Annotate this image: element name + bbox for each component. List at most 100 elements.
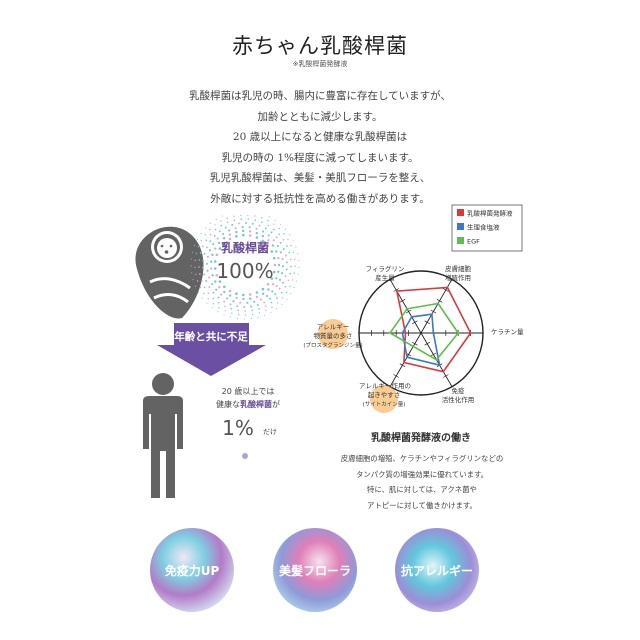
halo-dot [234,227,237,230]
halo-dot [220,293,223,296]
halo-dot [194,259,196,262]
description-line: タンパク質の増強効果に優れています。 [355,469,489,479]
benefit-immunity: 免疫力UP [150,528,234,612]
svg-text:フィラグリン: フィラグリン [366,264,405,273]
halo-dot [293,286,295,289]
adult-percent-suffix: だけ [263,428,277,436]
halo-dot [261,230,265,233]
radar-series-line [401,313,441,367]
halo-dot [280,223,282,225]
remaining-dot [242,453,248,459]
legend-swatch [457,237,464,244]
halo-dot [191,251,194,253]
benefit-label: 抗アレルギー [401,563,473,578]
halo-dot [205,246,208,249]
lactobacillus-label: 乳酸桿菌 [221,240,269,255]
svg-text:免疫: 免疫 [452,386,466,395]
halo-dot [212,297,215,300]
halo-dot [214,247,217,250]
halo-dot [270,311,272,313]
halo-dot [223,300,226,303]
adult-caption-line1: 20 歳以上では [222,386,275,396]
halo-dot [263,301,266,304]
halo-dot [221,215,223,217]
adult-caption-post: が [272,399,280,409]
halo-dot [273,263,277,267]
halo-dot [276,244,279,248]
halo-dot [232,300,235,303]
halo-dot [284,275,287,278]
svg-text:アレルギー作用の: アレルギー作用の [359,381,411,390]
halo-dot [240,215,242,216]
radar-grid [358,270,484,396]
halo-dot [218,280,222,283]
svg-text:起きやすさ: 起きやすさ [368,391,401,399]
halo-dot [277,263,281,267]
halo-dot [218,247,222,250]
radar-series-line [395,286,472,373]
halo-dot [208,249,212,252]
radar-axis-label-4: アレルギー 物質量の多さ (プロスタグランジン量) [303,319,363,349]
halo-dot [281,272,284,275]
halo-dot [209,240,212,243]
halo-dot [215,288,218,291]
halo-dot [200,232,202,235]
description-line: 皮膚細胞の増殖、ケラチンやフィラグリンなどの [340,454,504,463]
radar-tick [399,298,406,303]
halo-dot [289,272,292,275]
halo-dot [237,309,240,312]
highlight-blob [370,385,398,413]
halo-dot [284,254,287,257]
halo-dot [253,300,256,303]
halo-dot [297,253,299,255]
halo-dot [231,312,233,314]
halo-dot [261,239,265,243]
halo-dot [226,217,228,219]
halo-dot [196,280,199,282]
halo-dot [195,252,197,255]
halo-dot [192,279,194,281]
halo-dot [218,286,221,289]
halo-dot [255,231,258,235]
halo-dot [229,303,232,306]
halo-dot [249,297,252,300]
halo-dot [255,291,259,294]
halo-dot [289,285,291,288]
halo-dot [281,265,285,268]
radar-tick [443,374,449,378]
halo-dot [244,222,247,224]
halo-dot [228,229,231,232]
adult-caption-pre: 健康な [216,399,240,409]
halo-dot [236,305,239,308]
halo-dot [264,227,267,230]
halo-dot [272,239,275,242]
halo-dot [295,280,298,282]
legend-label: 乳酸桿菌発酵液 [467,209,513,218]
halo-dot [247,215,249,216]
halo-dot [238,313,240,316]
halo-dot [202,259,205,262]
halo-dot [284,285,287,288]
adult-caption-em: 乳酸桿菌 [240,399,272,409]
halo-dot [211,307,213,309]
radar-chart: 乳酸桿菌発酵液 生理食塩液 EGF 皮膚細胞 増殖作用 ケラチン量 免疫 活性化… [303,204,524,444]
radar-tick [430,309,437,314]
halo-dot [268,216,270,218]
halo-dot [271,306,273,308]
halo-dot [191,272,193,274]
halo-dot [198,259,201,261]
halo-dot [235,235,238,238]
halo-dot [290,265,292,268]
halo-dot [242,229,245,233]
halo-dot [264,305,267,307]
radar-tick [393,288,399,292]
halo-dot [267,219,269,222]
intro-line: 20 歳以上になると健康な乳酸桿菌は [232,131,408,143]
halo-dot [203,292,205,295]
svg-text:増殖作用: 増殖作用 [445,273,471,282]
halo-dot [242,293,245,297]
halo-dot [223,285,226,289]
halo-dot [275,250,278,253]
halo-dot [246,301,249,304]
halo-dot [259,298,262,301]
